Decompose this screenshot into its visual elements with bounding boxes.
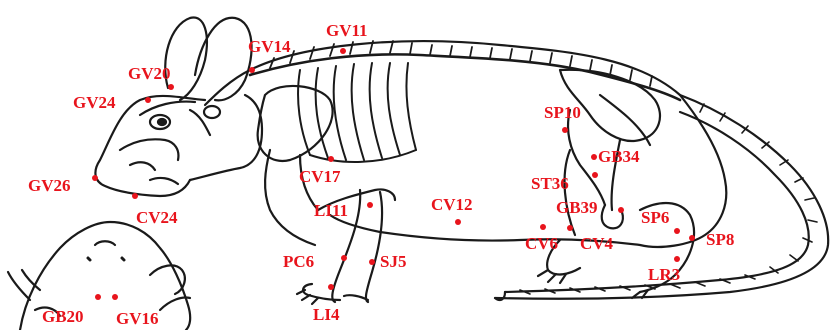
acupoint-label: GV24 (73, 93, 116, 112)
acupoint-dot (591, 154, 597, 160)
acupoint-dot (674, 228, 680, 234)
inset-head (8, 222, 190, 330)
acupoint-label: CV4 (580, 234, 614, 253)
acupoint-li4: LI4 (313, 284, 340, 324)
acupoint-dot (249, 67, 255, 73)
acupoint-li11: LI11 (314, 201, 373, 220)
acupoint-label: LI4 (313, 305, 340, 324)
acupoint-sj5: SJ5 (369, 252, 406, 271)
acupoint-label: PC6 (283, 252, 314, 271)
acupoint-label: GV20 (128, 64, 171, 83)
acupoint-dot (562, 127, 568, 133)
acupoint-dot (328, 156, 334, 162)
acupoint-dot (95, 294, 101, 300)
acupoint-dot (369, 259, 375, 265)
acupoint-dot (132, 193, 138, 199)
scapula (258, 86, 333, 161)
acupoint-label: GB20 (42, 307, 84, 326)
acupoint-dot (328, 284, 334, 290)
acupoint-gv24: GV24 (73, 93, 151, 112)
acupoint-dot (540, 224, 546, 230)
acupoint-label: CV24 (136, 208, 178, 227)
acupoint-gb34: GB34 (591, 147, 640, 166)
acupoint-label: GV11 (326, 21, 368, 40)
acupoint-cv24: CV24 (132, 193, 178, 227)
acupoint-gb39: GB39 (556, 198, 624, 217)
acupoint-dot (341, 255, 347, 261)
acupoint-label: GV14 (248, 37, 291, 56)
acupoint-dot (145, 97, 151, 103)
acupoint-dot (618, 207, 624, 213)
acupoint-label: CV6 (525, 234, 558, 253)
acupoint-label: GB39 (556, 198, 598, 217)
acupoint-label: LI11 (314, 201, 348, 220)
acupoint-label: SP8 (706, 230, 734, 249)
acupoint-label: GB34 (598, 147, 640, 166)
acupoint-label: CV12 (431, 195, 473, 214)
acupoint-dot (567, 225, 573, 231)
acupoint-dot (592, 172, 598, 178)
acupoint-label: CV17 (299, 167, 341, 186)
acupoint-dot (367, 202, 373, 208)
acupoint-sp6: SP6 (641, 208, 680, 234)
acupoint-label: LR3 (648, 265, 680, 284)
acupoint-cv12: CV12 (431, 195, 473, 225)
acupoint-gv16: GV16 (112, 294, 159, 328)
acupoint-dot (168, 84, 174, 90)
acupoint-dot (689, 235, 695, 241)
acupoint-label: GV16 (116, 309, 159, 328)
acupoint-dot (340, 48, 346, 54)
acupoint-dot (674, 256, 680, 262)
acupoint-lr3: LR3 (648, 256, 680, 284)
acupoint-pc6: PC6 (283, 252, 347, 271)
rib-cage (298, 63, 416, 162)
acupoint-dot (112, 294, 118, 300)
acupoint-label: GV26 (28, 176, 71, 195)
acupoint-cv6: CV6 (525, 224, 558, 253)
acupoint-sp10: SP10 (544, 103, 581, 133)
acupoint-gv26: GV26 (28, 175, 98, 195)
acupoint-gb20: GB20 (42, 294, 101, 326)
acupoint-dot (92, 175, 98, 181)
acupoint-dot (455, 219, 461, 225)
acupoint-label: SJ5 (380, 252, 406, 271)
acupoint-label: ST36 (531, 174, 569, 193)
acupoint-label: SP6 (641, 208, 669, 227)
acupoint-label: SP10 (544, 103, 581, 122)
